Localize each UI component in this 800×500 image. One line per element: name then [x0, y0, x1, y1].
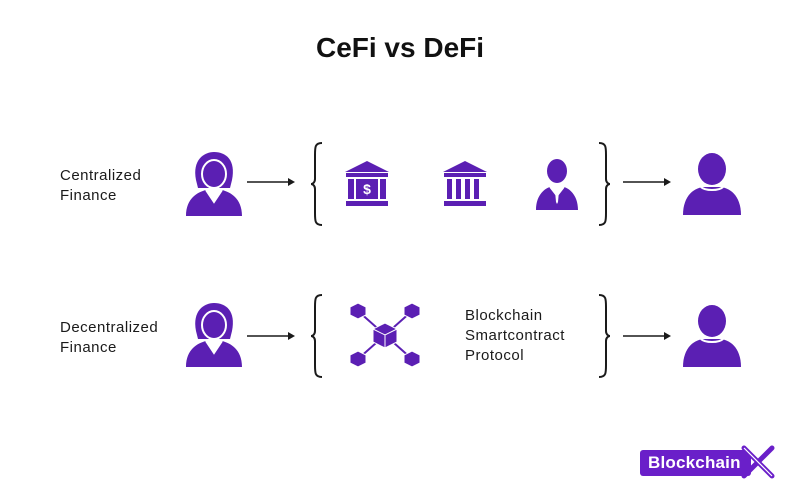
row-label-decentralized: Decentralized Finance — [60, 318, 158, 358]
right-bracket — [598, 142, 611, 226]
protocol-text: Blockchain Smartcontract Protocol — [465, 306, 565, 366]
protocol-line: Protocol — [465, 347, 525, 364]
man-user-icon — [683, 305, 741, 367]
arrow-icon — [247, 178, 295, 186]
woman-user-icon — [186, 152, 242, 216]
row-label-line: Finance — [60, 339, 117, 356]
man-user-icon — [683, 153, 741, 215]
left-bracket — [310, 294, 323, 378]
page-title: CeFi vs DeFi — [315, 32, 485, 63]
protocol-line: Blockchain — [465, 307, 543, 324]
bank-columns-icon — [443, 161, 487, 206]
businessman-icon — [536, 159, 578, 210]
row-label-line: Finance — [60, 187, 117, 204]
blockchain-network-icon — [349, 302, 421, 368]
logo-x-mark — [741, 445, 775, 479]
row-label-centralized: Centralized Finance — [60, 166, 141, 206]
svg-text:$: $ — [363, 181, 371, 197]
row-label-line: Decentralized — [60, 319, 159, 336]
logo-text: Blockchain — [640, 450, 751, 476]
arrow-icon — [247, 332, 295, 340]
blockchainx-logo: Blockchain — [640, 444, 776, 480]
woman-user-icon — [186, 303, 242, 367]
arrow-icon — [623, 178, 671, 186]
left-bracket — [310, 142, 323, 226]
protocol-line: Smartcontract — [465, 327, 565, 344]
arrow-icon — [623, 332, 671, 340]
right-bracket — [598, 294, 611, 378]
row-label-line: Centralized — [60, 167, 142, 184]
bank-dollar-icon: $ — [345, 161, 389, 206]
